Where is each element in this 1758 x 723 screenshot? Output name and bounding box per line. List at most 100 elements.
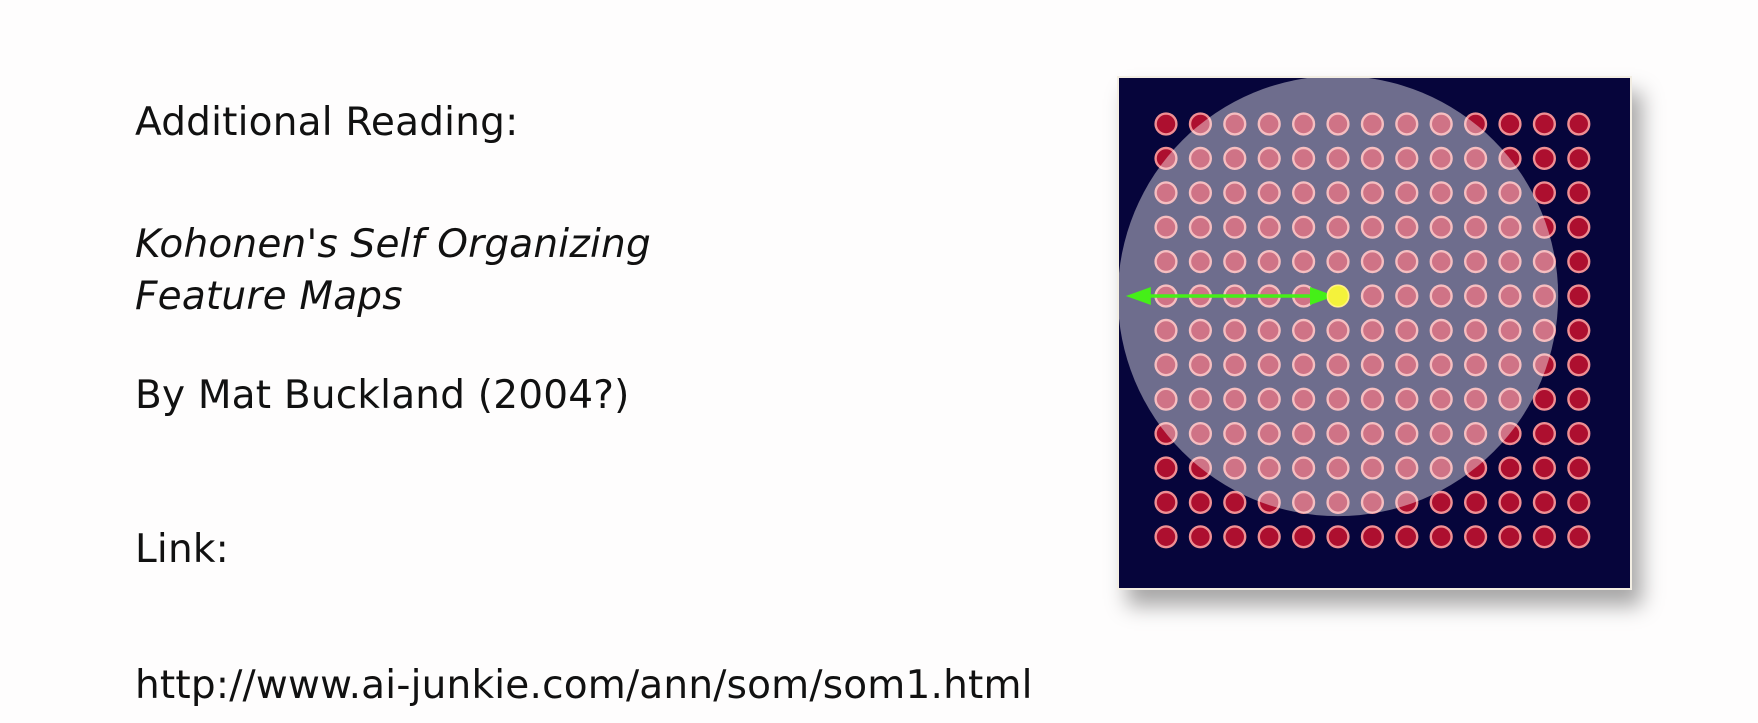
som-node	[1498, 318, 1522, 342]
som-node	[1154, 146, 1178, 170]
reference-url-link[interactable]: http://www.ai-junkie.com/ann/som/som1.ht…	[135, 663, 1033, 708]
som-node	[1464, 456, 1488, 480]
som-node	[1326, 525, 1350, 549]
som-node	[1567, 181, 1591, 205]
som-node	[1257, 250, 1281, 274]
som-node	[1257, 318, 1281, 342]
som-node	[1292, 422, 1316, 446]
som-node	[1567, 353, 1591, 377]
som-node	[1498, 250, 1522, 274]
som-node	[1567, 490, 1591, 514]
som-node	[1429, 215, 1453, 239]
som-node	[1360, 215, 1384, 239]
som-node	[1429, 181, 1453, 205]
som-node	[1292, 525, 1316, 549]
som-node	[1223, 525, 1247, 549]
som-node	[1223, 112, 1247, 136]
som-node	[1395, 146, 1419, 170]
som-node	[1532, 250, 1556, 274]
som-node	[1154, 353, 1178, 377]
som-node	[1292, 250, 1316, 274]
som-node	[1567, 422, 1591, 446]
som-node	[1326, 490, 1350, 514]
som-node	[1429, 353, 1453, 377]
som-node	[1188, 318, 1212, 342]
som-node	[1292, 112, 1316, 136]
som-node	[1498, 490, 1522, 514]
som-node	[1292, 181, 1316, 205]
som-node	[1567, 456, 1591, 480]
som-node	[1223, 250, 1247, 274]
som-node	[1360, 422, 1384, 446]
best-matching-unit-node	[1326, 284, 1350, 308]
som-node	[1395, 250, 1419, 274]
som-node	[1532, 525, 1556, 549]
som-node	[1464, 215, 1488, 239]
som-node	[1257, 387, 1281, 411]
som-node	[1395, 387, 1419, 411]
som-node	[1326, 215, 1350, 239]
som-node	[1360, 146, 1384, 170]
som-node	[1532, 112, 1556, 136]
som-node	[1429, 387, 1453, 411]
som-node	[1360, 181, 1384, 205]
som-node	[1292, 456, 1316, 480]
self-organizing-map-diagram	[1117, 76, 1632, 590]
som-node	[1223, 318, 1247, 342]
som-node	[1326, 422, 1350, 446]
som-node	[1395, 525, 1419, 549]
som-node	[1498, 353, 1522, 377]
som-node	[1429, 318, 1453, 342]
som-node	[1360, 318, 1384, 342]
som-node	[1464, 112, 1488, 136]
som-node	[1498, 181, 1522, 205]
som-node	[1188, 250, 1212, 274]
som-node	[1257, 146, 1281, 170]
som-node	[1567, 146, 1591, 170]
som-node	[1532, 387, 1556, 411]
additional-reading-heading: Additional Reading:	[135, 100, 519, 145]
som-node	[1257, 456, 1281, 480]
som-node	[1429, 112, 1453, 136]
som-node	[1567, 284, 1591, 308]
som-node	[1188, 525, 1212, 549]
radius-arrow-left-head	[1125, 287, 1151, 305]
som-node	[1532, 353, 1556, 377]
som-node	[1532, 318, 1556, 342]
som-node	[1395, 353, 1419, 377]
som-node	[1429, 146, 1453, 170]
som-node	[1464, 181, 1488, 205]
som-node	[1395, 490, 1419, 514]
som-node	[1154, 318, 1178, 342]
som-node	[1429, 250, 1453, 274]
som-node	[1532, 490, 1556, 514]
som-node	[1567, 250, 1591, 274]
som-node	[1257, 215, 1281, 239]
som-node	[1567, 525, 1591, 549]
som-node	[1188, 490, 1212, 514]
som-node	[1360, 387, 1384, 411]
som-node	[1532, 284, 1556, 308]
som-node	[1188, 422, 1212, 446]
som-node	[1154, 422, 1178, 446]
som-node	[1326, 353, 1350, 377]
som-node	[1223, 422, 1247, 446]
som-node	[1395, 284, 1419, 308]
som-node	[1188, 112, 1212, 136]
reading-title-line-1: Kohonen's Self Organizing	[135, 222, 651, 267]
som-node	[1326, 387, 1350, 411]
som-node	[1292, 490, 1316, 514]
som-node	[1223, 215, 1247, 239]
som-node	[1188, 181, 1212, 205]
som-node	[1429, 490, 1453, 514]
som-node	[1188, 146, 1212, 170]
som-node	[1498, 422, 1522, 446]
som-node	[1532, 215, 1556, 239]
som-node	[1532, 146, 1556, 170]
som-node	[1257, 112, 1281, 136]
som-node	[1223, 387, 1247, 411]
som-node	[1464, 284, 1488, 308]
som-node	[1464, 490, 1488, 514]
som-node	[1532, 456, 1556, 480]
